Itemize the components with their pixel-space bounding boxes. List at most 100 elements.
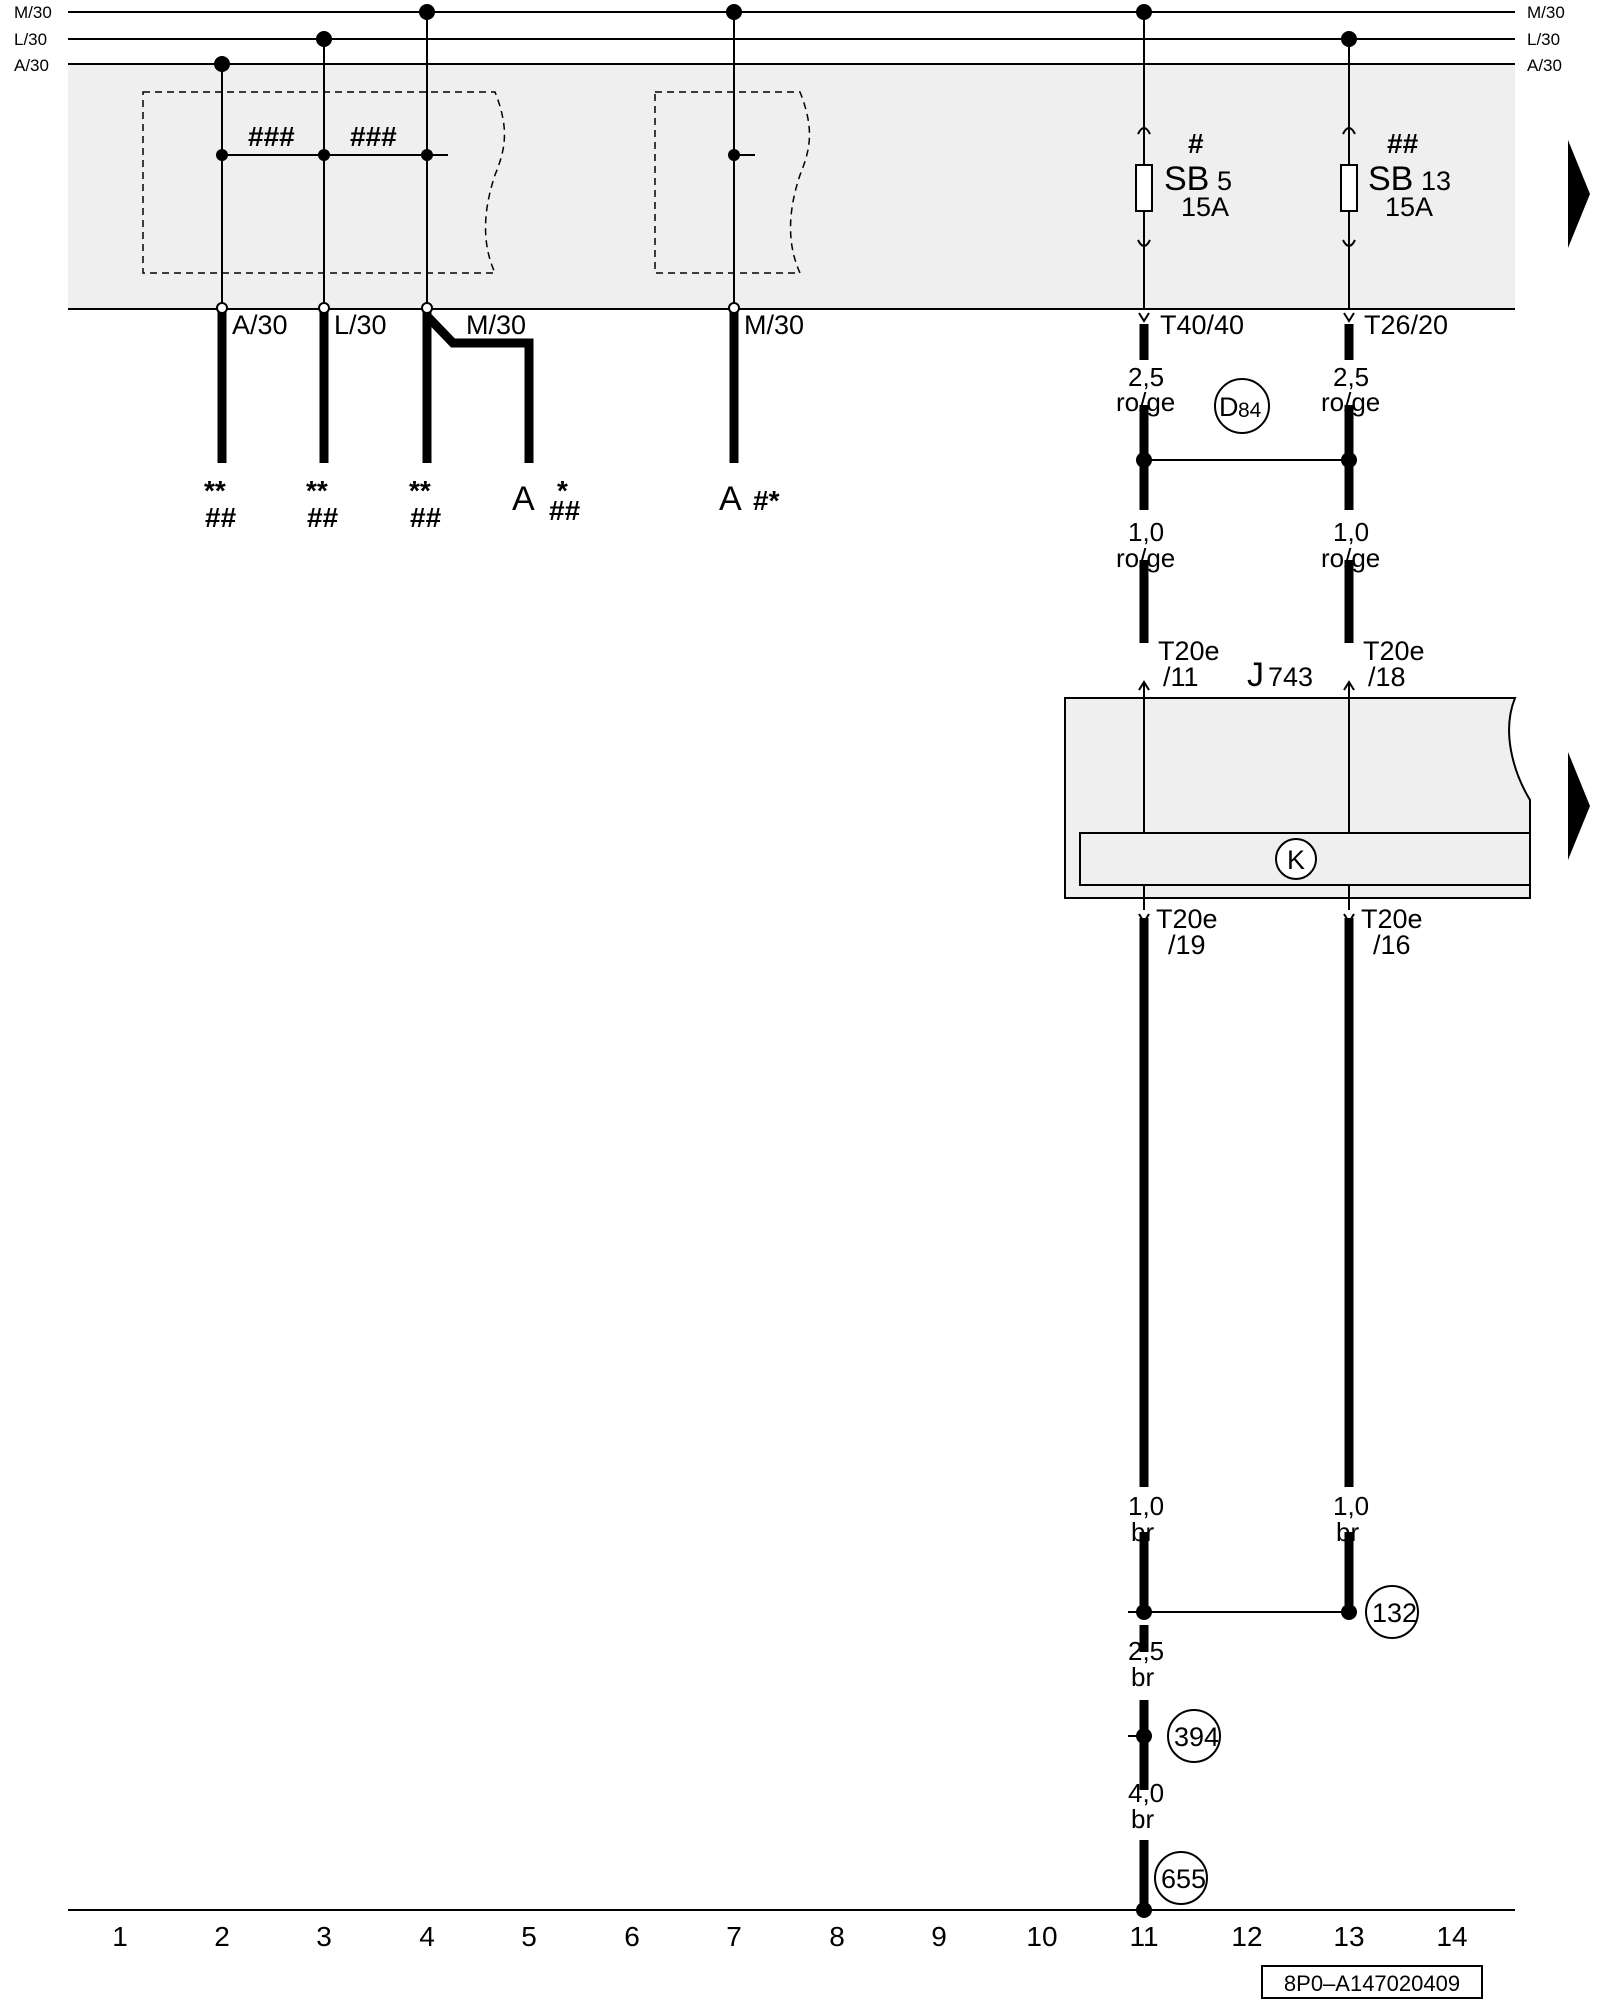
- wire-size-sb5-top: 2,5: [1128, 362, 1164, 392]
- ground-point-132-badge: [1365, 1585, 1419, 1639]
- ground-node-132-a: [1136, 1604, 1152, 1620]
- j743-pin-11-a: T20e: [1158, 636, 1220, 666]
- column-number: 1: [112, 1921, 128, 1952]
- wire-color-sb5-mid: ro/ge: [1116, 543, 1175, 573]
- wire-size-sb5-mid: 1,0: [1128, 517, 1164, 547]
- pin-label-t40-40: T40/40: [1160, 310, 1244, 340]
- j743-symbol: K: [1287, 845, 1305, 875]
- j743-name: J: [1247, 656, 1264, 694]
- fuse-sb5-rating: 15A: [1181, 192, 1229, 222]
- drawing-code-box: [1261, 1965, 1483, 1999]
- fuse-sb5-number: 5: [1217, 166, 1232, 196]
- pin-label-l30: L/30: [334, 310, 387, 340]
- pin-label-m30-box1: M/30: [466, 310, 526, 340]
- j743-pin-11-b: /11: [1163, 662, 1199, 692]
- fuse-sb5: [1135, 12, 1153, 309]
- termination-5-bottom: ##: [549, 495, 581, 526]
- wire-color-out-11: br: [1131, 1517, 1154, 1547]
- panel-output-pins: [216, 302, 740, 314]
- fuse-pin-arrows: [1138, 312, 1355, 323]
- relay-output-wires: [217, 312, 739, 463]
- connector-d84-badge: [1214, 378, 1270, 434]
- fuse-sb5-name: SB: [1164, 160, 1209, 198]
- wire-size-sb13-top: 2,5: [1333, 362, 1369, 392]
- column-numbers: 1 2 3 4 5 6 7 8 9 10 11 12 13 14: [112, 1921, 1467, 1952]
- wire-color-sb13-mid: ro/ge: [1321, 543, 1380, 573]
- rail-label-l30-right: L/30: [1527, 30, 1560, 49]
- termination-5-letter: A: [512, 480, 535, 518]
- column-number: 6: [624, 1921, 640, 1952]
- wire-size-ground-a: 2,5: [1128, 1636, 1164, 1666]
- wire-size-sb13-mid: 1,0: [1333, 517, 1369, 547]
- relay-box-1-marker-left: ###: [248, 121, 295, 152]
- power-rails: [68, 11, 1515, 310]
- fuse-sb13: [1340, 39, 1358, 309]
- ground-point-394-label: 394: [1174, 1722, 1219, 1752]
- termination-7-marks: #*: [753, 485, 780, 516]
- pin-label-a30: A/30: [232, 310, 288, 340]
- j743-pin-18-a: T20e: [1363, 636, 1425, 666]
- j743-pin-19-b: /19: [1168, 930, 1206, 960]
- j743-pin-18-b: /18: [1368, 662, 1406, 692]
- d84-node-11: [1136, 452, 1152, 468]
- termination-4-bottom: ##: [410, 502, 442, 533]
- ground-point-394-badge: [1167, 1709, 1221, 1763]
- j743-internal-wires: [1138, 680, 1355, 924]
- termination-4-top: **: [409, 475, 431, 506]
- ground-point-655-label: 655: [1161, 1864, 1206, 1894]
- termination-2-top: **: [204, 475, 226, 506]
- j743-pin-16-b: /16: [1373, 930, 1411, 960]
- column-number: 14: [1436, 1921, 1467, 1952]
- relay-box-1-nodes: [216, 149, 433, 161]
- rail-label-l30-left: L/30: [14, 30, 47, 49]
- rail-label-m30-left: M/30: [14, 3, 52, 22]
- column-number: 2: [214, 1921, 230, 1952]
- connector-d84-letter: D: [1219, 392, 1239, 422]
- relay-box-1-marker-right: ###: [350, 121, 397, 152]
- termination-5-top: *: [557, 475, 568, 506]
- fuse-sb13-marker: ##: [1387, 128, 1419, 159]
- relay-box-2: [654, 91, 811, 274]
- column-number: 3: [316, 1921, 332, 1952]
- wire-size-out-13: 1,0: [1333, 1491, 1369, 1521]
- column-number: 13: [1333, 1921, 1364, 1952]
- column-number: 5: [521, 1921, 537, 1952]
- termination-3-top: **: [306, 475, 328, 506]
- column-number: 10: [1026, 1921, 1057, 1952]
- fuse-sb13-name: SB: [1368, 160, 1413, 198]
- wire-color-ground-a: br: [1131, 1662, 1154, 1692]
- wire-color-sb5-top: ro/ge: [1116, 387, 1175, 417]
- termination-7-letter: A: [719, 480, 742, 518]
- termination-3-bottom: ##: [307, 502, 339, 533]
- column-number: 8: [829, 1921, 845, 1952]
- j743-pin-19-a: T20e: [1156, 904, 1218, 934]
- ground-node-394: [1136, 1728, 1152, 1744]
- j743-symbol-circle: [1275, 838, 1317, 880]
- upper-wires: [1139, 324, 1354, 643]
- continuation-arrow-bottom: [1568, 752, 1590, 860]
- fuse-sb13-rating: 15A: [1385, 192, 1433, 222]
- wire-color-out-13: br: [1336, 1517, 1359, 1547]
- pin-label-t26-20: T26/20: [1364, 310, 1448, 340]
- fuse-sb5-marker: #: [1188, 128, 1204, 159]
- fuse-sb13-number: 13: [1421, 166, 1451, 196]
- wire-color-sb13-top: ro/ge: [1321, 387, 1380, 417]
- pin-label-m30-box2: M/30: [744, 310, 804, 340]
- column-number: 7: [726, 1921, 742, 1952]
- termination-2-bottom: ##: [205, 502, 237, 533]
- wire-size-ground-b: 4,0: [1128, 1778, 1164, 1808]
- column-number: 12: [1231, 1921, 1262, 1952]
- relay-box-1: [142, 91, 506, 274]
- ground-point-655-badge: [1154, 1851, 1208, 1905]
- rail-label-a30-left: A/30: [14, 56, 49, 75]
- d84-node-13: [1341, 452, 1357, 468]
- ground-node-132-b: [1341, 1604, 1357, 1620]
- ground-point-132-label: 132: [1372, 1598, 1417, 1628]
- j743-number: 743: [1268, 662, 1313, 692]
- wire-color-ground-b: br: [1131, 1804, 1154, 1834]
- column-number: 4: [419, 1921, 435, 1952]
- column-number: 11: [1129, 1921, 1158, 1952]
- lower-wires: [1139, 918, 1354, 1910]
- drawing-code: 8P0–A147020409: [1284, 1971, 1460, 1996]
- column-number: 9: [931, 1921, 947, 1952]
